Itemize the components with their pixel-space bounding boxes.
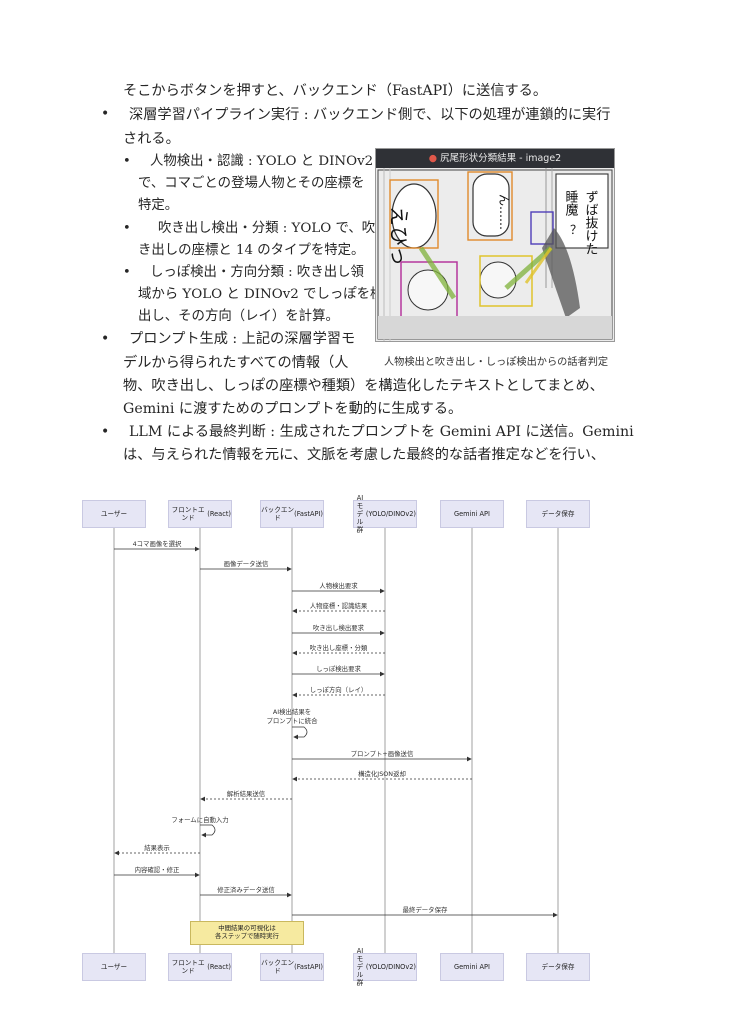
sequence-note: 中間結果の可視化は各ステップで随時実行: [190, 921, 304, 945]
balloon-text-3: ずば抜けた: [583, 190, 599, 255]
message-label: 最終データ保存: [402, 906, 448, 914]
bullet-marker: •: [101, 424, 110, 440]
actor-box: Gemini API: [440, 953, 504, 981]
paragraph-line: しっぽ検出・方向分類 : 吹き出し領: [150, 265, 364, 280]
actor-box: フロントエンド(React): [168, 953, 232, 981]
app-icon: ●: [428, 153, 438, 164]
message-label: 人物座標・認識結果: [309, 602, 368, 610]
message-label: 解析結果送信: [226, 790, 266, 798]
paragraph-line: 吹き出し検出・分類 : YOLO で、吹: [158, 221, 376, 236]
message-label: 内容確認・修正: [134, 866, 180, 874]
message-label: 4コマ画像を選択: [132, 540, 182, 548]
sub-bullet-marker: •: [123, 154, 131, 169]
self-message-arrow: [292, 726, 308, 740]
balloon-text-4: 睡魔: [563, 190, 579, 216]
actor-box: データ保存: [526, 500, 590, 528]
paragraph-line: 特定。: [138, 198, 179, 213]
message-label: AI検出結果をプロンプトに統合: [266, 708, 318, 725]
manga-image: えひっ ん…… ずば抜けた 睡魔 ？: [376, 168, 614, 341]
paragraph-line: 出し、その方向（レイ）を計算。: [138, 309, 339, 324]
paragraph-line: LLM による最終判断 : 生成されたプロンプトを Gemini API に送信…: [129, 424, 634, 440]
bullet-marker: •: [101, 331, 110, 347]
paragraph-line: 物、吹き出し、しっぽの座標や種類）を構造化したテキストとしてまとめ、: [123, 378, 604, 394]
balloon-text-1: えひっ: [387, 206, 411, 266]
message-label: フォームに自動入力: [171, 816, 229, 824]
paragraph-line: で、コマごとの登場人物とその座標を: [138, 176, 365, 191]
paragraph-line: される。: [123, 131, 180, 147]
actor-box: AIモデル群(YOLO/DINOv2): [353, 494, 417, 534]
actor-box: データ保存: [526, 953, 590, 981]
balloon-text-2: ん……: [497, 194, 511, 230]
actor-box: AIモデル群(YOLO/DINOv2): [353, 947, 417, 987]
paragraph-line: プロンプト生成 : 上記の深層学習モ: [129, 331, 356, 347]
message-label: 結果表示: [144, 844, 170, 852]
sequence-arrows: [113, 528, 559, 953]
bullet-marker: •: [101, 106, 110, 122]
figure-window-title-text: 尻尾形状分類結果 - image2: [440, 153, 562, 164]
manga-illustration: えひっ ん…… ずば抜けた 睡魔 ？: [376, 168, 614, 341]
figure-caption: 人物検出と吹き出し・しっぽ検出からの話者判定: [384, 357, 609, 368]
message-label: しっぽ検出要求: [316, 665, 361, 673]
paragraph-line: デルから得られたすべての情報（人: [123, 355, 349, 371]
message-label: プロンプト+画像送信: [350, 750, 414, 758]
paragraph-line: 域から YOLO と DINOv2 でしっぽを検: [138, 287, 384, 302]
actor-box: Gemini API: [440, 500, 504, 528]
paragraph-line: 深層学習パイプライン実行 : バックエンド側で、以下の処理が連鎖的に実行: [129, 107, 611, 123]
paragraph-line: そこからボタンを押すと、バックエンド（FastAPI）に送信する。: [123, 83, 548, 99]
paragraph-line: 人物検出・認識 : YOLO と DINOv2: [150, 154, 374, 169]
actor-box: ユーザー: [82, 500, 146, 528]
actor-box: ユーザー: [82, 953, 146, 981]
actor-box: バックエンド(FastAPI): [260, 500, 324, 528]
message-label: 画像データ送信: [223, 560, 269, 568]
self-message-arrow: [200, 824, 216, 838]
sequence-diagram: ユーザーユーザーフロントエンド(React)フロントエンド(React)バックエ…: [82, 494, 597, 987]
paragraph-line: き出しの座標と 14 のタイプを特定。: [138, 243, 365, 258]
balloon-text-5: ？: [570, 223, 582, 237]
paragraph-line: Gemini に渡すためのプロンプトを動的に生成する。: [123, 401, 463, 417]
sub-bullet-marker: •: [123, 265, 131, 280]
message-label: 吹き出し検出要求: [312, 624, 365, 632]
message-label: 構造化JSON返却: [358, 770, 406, 778]
paragraph-line: は、与えられた情報を元に、文脈を考慮した最終的な話者推定などを行い、: [123, 447, 605, 463]
actor-box: バックエンド(FastAPI): [260, 953, 324, 981]
sub-bullet-marker: •: [123, 221, 131, 236]
message-label: 人物検出要求: [319, 582, 358, 590]
actor-box: フロントエンド(React): [168, 500, 232, 528]
figure-window-title: ● 尻尾形状分類結果 - image2: [376, 149, 614, 168]
detection-result-figure: ● 尻尾形状分類結果 - image2 えひっ ん…… ずば抜けた 睡魔 ？: [375, 148, 615, 342]
message-label: しっぽ方向（レイ）: [309, 686, 368, 694]
message-label: 吹き出し座標・分類: [309, 644, 368, 652]
message-label: 修正済みデータ送信: [217, 886, 275, 894]
